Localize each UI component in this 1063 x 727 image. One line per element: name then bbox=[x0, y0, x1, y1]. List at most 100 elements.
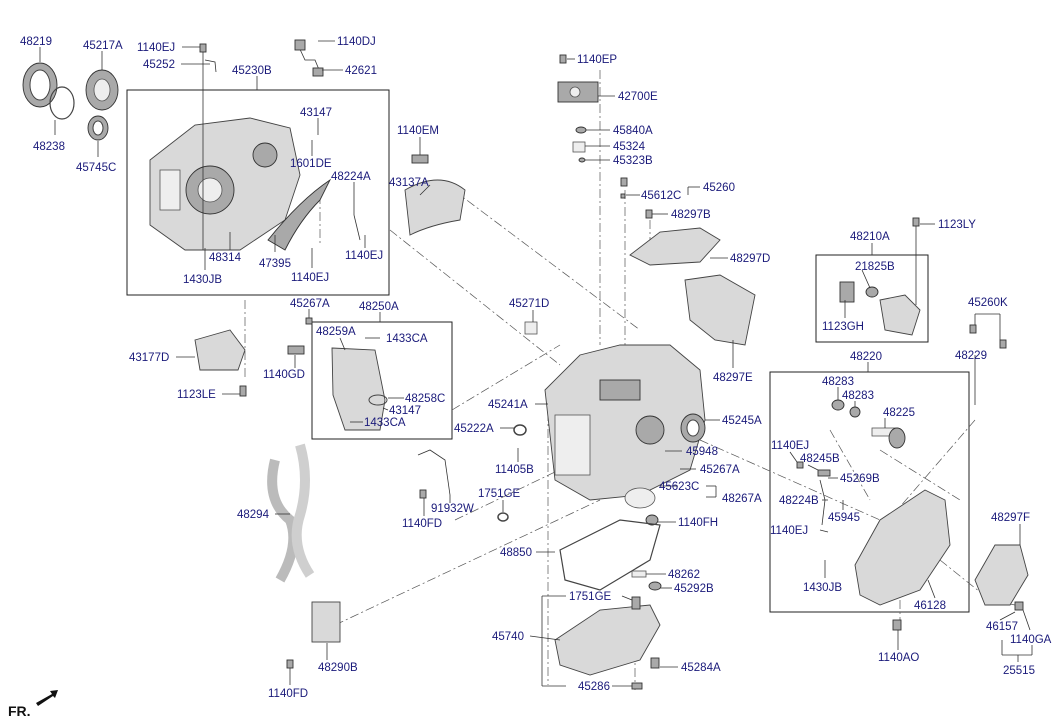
hose-48294 bbox=[267, 443, 315, 583]
label-45292B[interactable]: 45292B bbox=[674, 583, 714, 595]
bracket-91932W bbox=[417, 449, 451, 496]
label-1140EJ[interactable]: 1140EJ bbox=[291, 272, 329, 284]
label-45945[interactable]: 45945 bbox=[828, 512, 860, 524]
label-45745C[interactable]: 45745C bbox=[76, 162, 116, 174]
label-48250A[interactable]: 48250A bbox=[359, 301, 399, 313]
label-45840A[interactable]: 45840A bbox=[613, 125, 653, 137]
fr-label: FR. bbox=[8, 703, 31, 719]
label-48259A[interactable]: 48259A bbox=[316, 326, 356, 338]
label-48283[interactable]: 48283 bbox=[822, 376, 854, 388]
label-45217A[interactable]: 45217A bbox=[83, 40, 123, 52]
label-43177D[interactable]: 43177D bbox=[129, 352, 169, 364]
label-1140AO[interactable]: 1140AO bbox=[878, 652, 919, 664]
label-42621[interactable]: 42621 bbox=[345, 65, 377, 77]
label-1433CA[interactable]: 1433CA bbox=[386, 333, 428, 345]
label-47395[interactable]: 47395 bbox=[259, 258, 291, 270]
label-45267A[interactable]: 45267A bbox=[290, 298, 330, 310]
label-1601DE[interactable]: 1601DE bbox=[290, 158, 332, 170]
label-45612C[interactable]: 45612C bbox=[641, 190, 681, 202]
label-48850[interactable]: 48850 bbox=[500, 547, 532, 559]
label-45241A[interactable]: 45241A bbox=[488, 399, 528, 411]
label-1140EJ[interactable]: 1140EJ bbox=[770, 525, 808, 537]
label-1430JB[interactable]: 1430JB bbox=[183, 274, 222, 286]
bolt-1140EM bbox=[411, 154, 429, 164]
label-45324[interactable]: 45324 bbox=[613, 141, 646, 153]
label-1140FD[interactable]: 1140FD bbox=[268, 688, 308, 700]
bolt-1123LE bbox=[239, 385, 247, 397]
label-45948[interactable]: 45948 bbox=[686, 446, 718, 458]
rear-cover-46128 bbox=[854, 489, 951, 606]
label-48210A[interactable]: 48210A bbox=[850, 231, 890, 243]
valve-body-cover-48250A bbox=[331, 347, 388, 431]
label-48224B[interactable]: 48224B bbox=[779, 495, 819, 507]
label-1140EP[interactable]: 1140EP bbox=[577, 54, 617, 66]
label-48297D[interactable]: 48297D bbox=[730, 253, 770, 265]
label-48294[interactable]: 48294 bbox=[237, 509, 270, 521]
label-43147[interactable]: 43147 bbox=[389, 405, 421, 417]
label-45260K[interactable]: 45260K bbox=[968, 297, 1008, 309]
label-45222A[interactable]: 45222A bbox=[454, 423, 494, 435]
label-25515[interactable]: 25515 bbox=[1003, 665, 1035, 677]
label-1123LE[interactable]: 1123LE bbox=[177, 389, 216, 401]
leader-lines bbox=[39, 40, 1033, 687]
label-46128[interactable]: 46128 bbox=[914, 600, 946, 612]
label-43147[interactable]: 43147 bbox=[300, 107, 332, 119]
label-1140EJ[interactable]: 1140EJ bbox=[137, 42, 175, 54]
label-48290B[interactable]: 48290B bbox=[318, 662, 358, 674]
bracket-45252 bbox=[204, 59, 217, 73]
label-1433CA[interactable]: 1433CA bbox=[364, 417, 406, 429]
label-21825B[interactable]: 21825B bbox=[855, 261, 895, 273]
label-45269B[interactable]: 45269B bbox=[840, 473, 880, 485]
bolt-1123LY bbox=[912, 217, 920, 305]
seal-45217A bbox=[85, 69, 119, 111]
label-43137A[interactable]: 43137A bbox=[389, 177, 429, 189]
label-48297B[interactable]: 48297B bbox=[671, 209, 711, 221]
label-11405B[interactable]: 11405B bbox=[495, 464, 534, 476]
label-45323B[interactable]: 45323B bbox=[613, 155, 653, 167]
label-48267A[interactable]: 48267A bbox=[722, 493, 762, 505]
label-1140GA[interactable]: 1140GA bbox=[1010, 634, 1052, 646]
label-45245A[interactable]: 45245A bbox=[722, 415, 762, 427]
label-48220[interactable]: 48220 bbox=[850, 351, 882, 363]
label-48238[interactable]: 48238 bbox=[33, 141, 65, 153]
label-1123LY[interactable]: 1123LY bbox=[938, 219, 976, 231]
label-48262[interactable]: 48262 bbox=[668, 569, 700, 581]
label-48224A[interactable]: 48224A bbox=[331, 171, 371, 183]
label-48297E[interactable]: 48297E bbox=[713, 372, 753, 384]
label-1751GE[interactable]: 1751GE bbox=[478, 488, 521, 500]
label-45260[interactable]: 45260 bbox=[703, 182, 735, 194]
label-1140FD[interactable]: 1140FD bbox=[402, 518, 442, 530]
part-labels: 48219 45217A 1140EJ 45252 1140DJ 42621 4… bbox=[20, 36, 1052, 700]
shaft-48225 bbox=[871, 427, 906, 449]
label-46157[interactable]: 46157 bbox=[986, 621, 1018, 633]
label-1140FH[interactable]: 1140FH bbox=[678, 517, 718, 529]
label-42700E[interactable]: 42700E bbox=[618, 91, 658, 103]
label-1140EM[interactable]: 1140EM bbox=[397, 125, 439, 137]
label-45230B[interactable]: 45230B bbox=[232, 65, 272, 77]
label-45284A[interactable]: 45284A bbox=[681, 662, 721, 674]
label-1140EJ[interactable]: 1140EJ bbox=[345, 250, 383, 262]
label-1140GD[interactable]: 1140GD bbox=[263, 369, 305, 381]
label-1140EJ[interactable]: 1140EJ bbox=[771, 440, 809, 452]
label-45271D[interactable]: 45271D bbox=[509, 298, 549, 310]
label-1430JB[interactable]: 1430JB bbox=[803, 582, 842, 594]
label-1140DJ[interactable]: 1140DJ bbox=[337, 36, 376, 48]
label-91932W[interactable]: 91932W bbox=[431, 503, 474, 515]
label-48283[interactable]: 48283 bbox=[842, 390, 874, 402]
label-45286[interactable]: 45286 bbox=[578, 681, 610, 693]
label-48314[interactable]: 48314 bbox=[209, 252, 242, 264]
label-48245B[interactable]: 48245B bbox=[800, 453, 840, 465]
label-48297F[interactable]: 48297F bbox=[991, 512, 1030, 524]
label-45267A[interactable]: 45267A bbox=[700, 464, 740, 476]
label-45252[interactable]: 45252 bbox=[143, 59, 175, 71]
label-48229[interactable]: 48229 bbox=[955, 350, 987, 362]
label-48225[interactable]: 48225 bbox=[883, 407, 915, 419]
label-1123GH[interactable]: 1123GH bbox=[822, 321, 864, 333]
label-48219[interactable]: 48219 bbox=[20, 36, 52, 48]
label-45740[interactable]: 45740 bbox=[492, 631, 524, 643]
converter-housing-45230B bbox=[149, 117, 301, 251]
label-48258C[interactable]: 48258C bbox=[405, 393, 445, 405]
bolt-45267A-a bbox=[305, 317, 313, 325]
label-45623C[interactable]: 45623C bbox=[659, 481, 699, 493]
label-1751GE[interactable]: 1751GE bbox=[569, 591, 612, 603]
